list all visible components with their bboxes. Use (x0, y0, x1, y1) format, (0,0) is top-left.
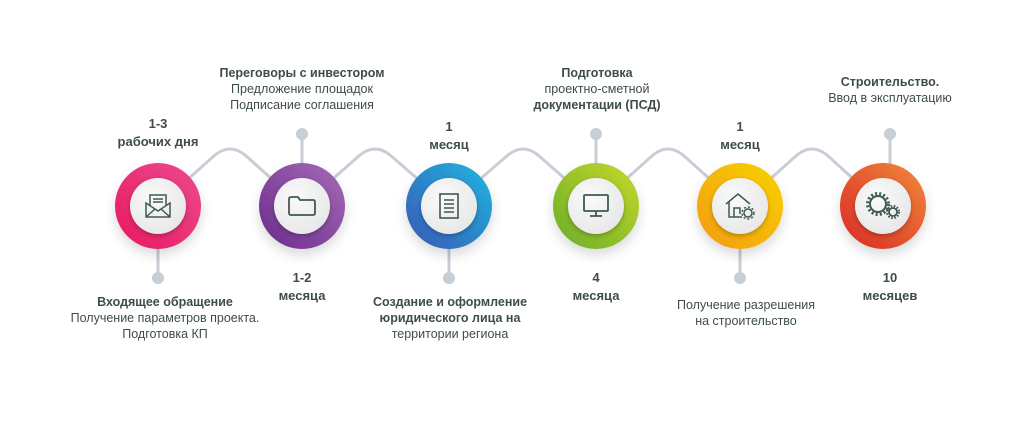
connector-dot (443, 272, 455, 284)
step-line: документации (ПСД) (533, 98, 661, 112)
step-line: на строительство (695, 314, 797, 328)
connector-dot (590, 128, 602, 140)
step-line: Предложение площадок (231, 82, 373, 96)
step-line: территории региона (391, 327, 509, 341)
step-line: Получение разрешения (676, 298, 815, 312)
step-1-circle (115, 163, 201, 249)
step-2-circle (259, 163, 345, 249)
step-line: проектно-сметной (544, 82, 650, 96)
step-title: Входящее обращение (97, 295, 233, 309)
step-title: Создание и оформление (372, 295, 528, 309)
step-6-circle (840, 163, 926, 249)
step-6-text: Строительство. Ввод в эксплуатацию (770, 74, 1010, 106)
house-gear-icon (725, 193, 755, 220)
folder-icon (288, 196, 316, 216)
connector-dot (152, 272, 164, 284)
step-line: юридического лица на (379, 311, 521, 325)
connector-dot (884, 128, 896, 140)
document-icon (439, 193, 459, 219)
step-4-text: Подготовка проектно-сметной документации (… (477, 65, 717, 113)
connector-dot (734, 272, 746, 284)
step-title: Подготовка (561, 66, 633, 80)
step-3-circle (406, 163, 492, 249)
monitor-icon (583, 194, 609, 217)
step-5-text: Получение разрешения на строительство (626, 297, 866, 329)
step-line: Подписание соглашения (230, 98, 374, 112)
gears-icon (866, 192, 901, 220)
step-title: Переговоры с инвестором (219, 66, 385, 80)
step-line: Ввод в эксплуатацию (828, 91, 952, 105)
step-4-circle (553, 163, 639, 249)
step-line: Получение параметров проекта. (70, 311, 260, 325)
step-3-text: Создание и оформление юридического лица н… (330, 294, 570, 342)
step-title: Строительство. (840, 75, 940, 89)
connector-dot (296, 128, 308, 140)
envelope-icon (145, 194, 171, 218)
step-line: Подготовка КП (122, 327, 208, 341)
step-5-circle (697, 163, 783, 249)
